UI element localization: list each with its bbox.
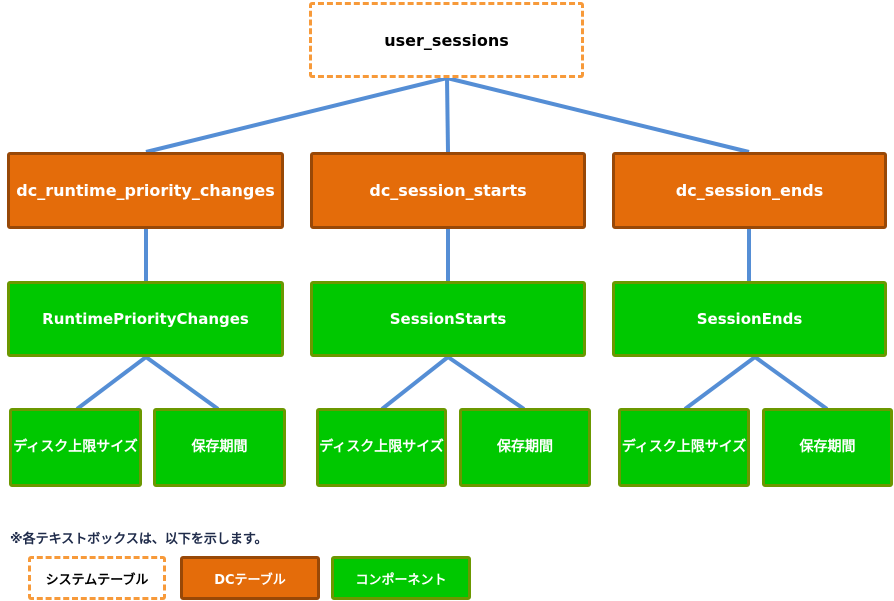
dc-table-session-ends: dc_session_ends xyxy=(612,152,887,229)
legend-component: コンポーネント xyxy=(331,556,471,600)
legend-label: システムテーブル xyxy=(45,572,149,588)
legend-label: DCテーブル xyxy=(214,572,286,588)
property-label: ディスク上限サイズ xyxy=(13,439,138,455)
component-label: SessionEnds xyxy=(696,310,803,328)
component-label: RuntimePriorityChanges xyxy=(42,310,249,328)
property-label: 保存期間 xyxy=(191,439,248,455)
property-disk-limit: ディスク上限サイズ xyxy=(618,408,750,487)
connector-comp3-disk xyxy=(683,355,757,411)
root-label: user_sessions xyxy=(384,30,509,50)
dc-table-session-starts: dc_session_starts xyxy=(310,152,586,229)
property-disk-limit: ディスク上限サイズ xyxy=(9,408,142,487)
legend-label: コンポーネント xyxy=(355,572,447,588)
connector-comp1-retention xyxy=(144,355,220,411)
property-disk-limit: ディスク上限サイズ xyxy=(316,408,447,487)
property-label: 保存期間 xyxy=(799,439,856,455)
property-label: ディスク上限サイズ xyxy=(319,439,444,455)
legend-note: ※各テキストボックスは、以下を示します。 xyxy=(10,532,268,547)
property-retention-period: 保存期間 xyxy=(153,408,286,487)
connector-root-dc1 xyxy=(145,76,448,154)
component-runtime-priority-changes: RuntimePriorityChanges xyxy=(7,281,284,357)
connector-comp2-retention xyxy=(446,355,526,411)
property-retention-period: 保存期間 xyxy=(762,408,893,487)
dc-table-label: dc_runtime_priority_changes xyxy=(16,181,275,200)
connector-comp1-disk xyxy=(75,355,148,411)
legend-system-table: システムテーブル xyxy=(28,556,166,600)
component-label: SessionStarts xyxy=(389,310,507,328)
connector-root-dc3 xyxy=(446,76,750,154)
connector-root-dc2 xyxy=(445,77,450,153)
dc-table-label: dc_session_ends xyxy=(675,181,824,200)
property-label: ディスク上限サイズ xyxy=(621,439,747,455)
dc-table-label: dc_session_starts xyxy=(369,181,527,200)
legend-dc-table: DCテーブル xyxy=(180,556,320,600)
dc-table-runtime-priority-changes: dc_runtime_priority_changes xyxy=(7,152,284,229)
component-session-ends: SessionEnds xyxy=(612,281,887,357)
property-retention-period: 保存期間 xyxy=(459,408,591,487)
connector-comp3-retention xyxy=(753,355,829,411)
root-system-table-user-sessions: user_sessions xyxy=(309,2,584,78)
property-label: 保存期間 xyxy=(497,439,553,455)
connector-comp2-disk xyxy=(380,355,450,411)
component-session-starts: SessionStarts xyxy=(310,281,586,357)
